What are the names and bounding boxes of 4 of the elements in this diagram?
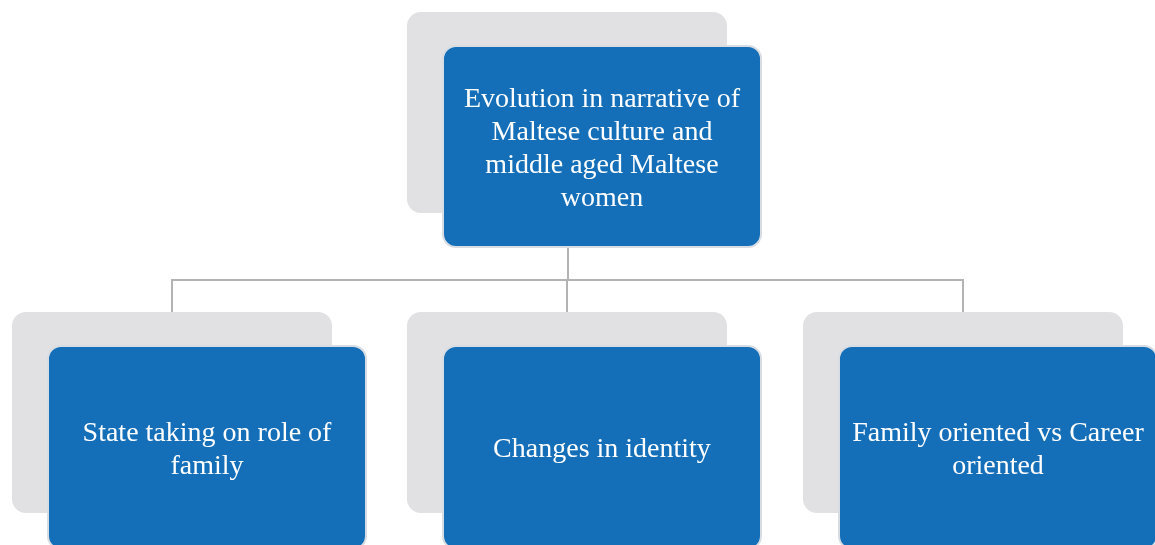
process-box: Changes in identity bbox=[442, 345, 762, 545]
process-box: Family oriented vs Career oriented bbox=[838, 345, 1155, 545]
process-box: Evolution in narrative of Maltese culture and middle aged Maltese women bbox=[442, 45, 762, 248]
process-box: State taking on role of family bbox=[47, 345, 367, 545]
